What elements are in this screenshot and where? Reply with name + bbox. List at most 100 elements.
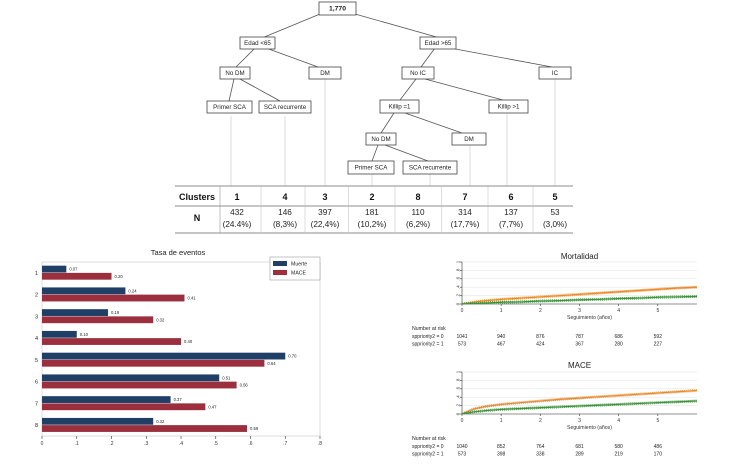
km-risk-value: 289 — [575, 452, 584, 458]
km-risk-value: 424 — [536, 342, 545, 348]
legend-swatch-mace — [273, 270, 287, 275]
km-xtick-label: 4 — [617, 418, 620, 424]
bar-value-label: 0.51 — [222, 375, 231, 380]
table-n-6: 137 — [504, 208, 518, 217]
bar-category-label-7: 7 — [35, 401, 38, 407]
legend-swatch-muerte — [273, 261, 287, 266]
tree-node-edad-lt65: Edad <65 — [239, 36, 276, 50]
tree-node-primer-sca-2: Primer SCA — [347, 160, 395, 175]
bar-category-label-4: 4 — [35, 336, 38, 342]
km-risk-value: 227 — [654, 342, 663, 348]
bar-mace-8 — [42, 425, 248, 432]
svg-text:IC: IC — [552, 70, 559, 77]
table-pct-4: (8,3%) — [273, 220, 297, 229]
svg-text:Edad >65: Edad >65 — [425, 40, 452, 47]
bar-chart: Tasa de eventos 0.1.2.3.4.5.6.7.810.070.… — [35, 248, 322, 447]
bar-category-label-5: 5 — [35, 358, 38, 364]
km-risk-value: 338 — [536, 452, 545, 458]
km-ytick-label: .6 — [456, 276, 461, 280]
bar-value-label: 0.47 — [208, 404, 217, 409]
km-risk-value: 170 — [654, 452, 663, 458]
edge-nodm-psca — [228, 78, 235, 102]
table-row-label-clusters: Clusters — [179, 192, 215, 202]
km-risk-value: 876 — [536, 334, 545, 340]
svg-text:Primer SCA: Primer SCA — [213, 104, 247, 111]
bar-category-label-3: 3 — [35, 314, 38, 320]
bar-mace-4 — [42, 338, 181, 345]
km-risk-value: 681 — [575, 444, 584, 450]
bar-mace-3 — [42, 316, 154, 324]
bar-value-label: 0.37 — [174, 397, 183, 402]
km-risk-value: 852 — [497, 444, 506, 450]
bar-category-label-1: 1 — [35, 271, 38, 277]
table-pct-7: (17,7%) — [451, 220, 480, 229]
edge-nodm2-scar2 — [384, 144, 429, 162]
bar-value-label: 0.70 — [288, 354, 297, 359]
table-row-label-n: N — [194, 213, 201, 223]
km-xtick-label: 2 — [539, 418, 542, 424]
km-risk-title: Number at risk — [412, 436, 446, 442]
bar-muerte-7 — [42, 396, 171, 403]
bar-muerte-5 — [42, 352, 286, 360]
bar-muerte-6 — [42, 374, 220, 382]
km-curve-0 — [461, 389, 698, 415]
table-pct-3: (22,4%) — [311, 220, 340, 229]
km-ytick-label: .8 — [456, 268, 461, 272]
km-risk-value: 1041 — [456, 334, 467, 340]
bar-value-label: 0.10 — [80, 332, 89, 337]
bar-xtick-label: 0 — [41, 441, 44, 447]
km-xtick-label: 2 — [539, 308, 542, 314]
bar-mace-7 — [42, 403, 206, 411]
bar-value-label: 0.20 — [115, 274, 124, 279]
bar-category-label-2: 2 — [35, 293, 38, 299]
bar-muerte-4 — [42, 330, 77, 338]
svg-text:Killip >1: Killip >1 — [498, 103, 520, 110]
table-pct-1: (24.4%) — [223, 220, 252, 229]
legend-label-mace: MACE — [291, 271, 307, 277]
bar-value-label: 0.24 — [128, 288, 137, 293]
bar-value-label: 0.07 — [69, 267, 78, 272]
km-ci-lower — [462, 297, 698, 305]
bar-value-label: 0.32 — [156, 317, 165, 322]
table-cluster-2: 2 — [369, 192, 374, 202]
tree-node-root: 1,770 — [318, 1, 357, 16]
bar-muerte-2 — [42, 287, 126, 295]
bar-mace-5 — [42, 359, 265, 367]
svg-text:Edad <65: Edad <65 — [244, 40, 271, 47]
table-cells: 1432(24.4%)4146(8,3%)3397(22,4%)2181(10,… — [223, 186, 567, 233]
svg-text:No IC: No IC — [410, 70, 426, 77]
edge-noic-k1 — [399, 78, 417, 101]
km-xlabel: Seguimiento (años) — [567, 315, 612, 321]
tree-node-sca-recurrente-2: SCA recurrente — [402, 160, 458, 175]
table-pct-8: (6,2%) — [406, 220, 430, 229]
km-risk-value: 686 — [614, 334, 623, 340]
bar-xtick-label: .4 — [179, 441, 183, 447]
km-risk-row-label: sppriority2 = 0 — [412, 334, 444, 340]
km-ytick-label: .6 — [456, 386, 461, 390]
svg-text:No DM: No DM — [371, 136, 390, 143]
tree-node-dm-2: DM — [451, 132, 487, 146]
tree-node-nodm: No DM — [219, 66, 251, 80]
bar-value-label: 0.40 — [184, 339, 193, 344]
km-ci-upper — [461, 399, 698, 414]
table-pct-5: (3,0%) — [543, 220, 567, 229]
svg-text:SCA recurrente: SCA recurrente — [264, 104, 307, 111]
svg-text:Killip =1: Killip =1 — [389, 103, 411, 110]
edge-egt-ic — [449, 47, 553, 68]
tree-node-ic: IC — [538, 66, 572, 80]
km-risk-value: 573 — [458, 342, 467, 348]
decision-tree: 1,770 Edad <65 Edad >65 No DM DM No IC I… — [206, 1, 572, 186]
table-pct-2: (10,2%) — [358, 220, 387, 229]
table-n-7: 314 — [458, 208, 472, 217]
km-risk-value: 592 — [654, 334, 663, 340]
tree-node-edad-gt65: Edad >65 — [419, 36, 457, 50]
bar-value-label: 0.41 — [187, 296, 196, 301]
table-pct-6: (7,7%) — [499, 220, 523, 229]
table-cluster-6: 6 — [508, 192, 513, 202]
bar-value-label: 0.56 — [240, 383, 249, 388]
bar-value-label: 0.64 — [267, 361, 276, 366]
bar-muerte-8 — [42, 417, 154, 425]
clusters-table: Clusters N 1432(24.4%)4146(8,3%)3397(22,… — [175, 185, 573, 234]
